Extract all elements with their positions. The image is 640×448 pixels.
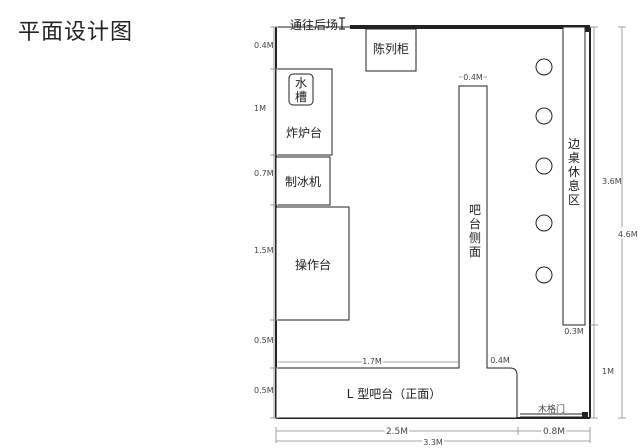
dim-left-1: 0.4M xyxy=(254,41,274,50)
side-table-char: 息 xyxy=(568,178,580,193)
l-bar-front-label: L 型吧台（正面） xyxy=(347,386,442,401)
dim-left-6: 0.5M xyxy=(254,386,274,395)
sink-label-top: 水 xyxy=(295,76,307,90)
dim-bottom-right: 0.8M xyxy=(543,427,565,437)
dim-left-5: 0.5M xyxy=(254,336,274,345)
ice-machine-label: 制冰机 xyxy=(285,175,321,189)
dim-bar-corner: 0.4M xyxy=(490,356,510,365)
sink-label-bottom: 槽 xyxy=(295,90,307,104)
bar-side-char: 台 xyxy=(469,216,481,231)
dim-left-3: 0.7M xyxy=(254,169,274,178)
dim-right-lower: 1M xyxy=(602,367,614,376)
side-table-char: 休 xyxy=(568,165,580,179)
stove-label: 炸炉台 xyxy=(286,125,322,140)
display-cabinet-label: 陈列柜 xyxy=(373,41,409,56)
dim-left-4: 1.5M xyxy=(254,246,274,255)
side-table-label: 边 桌 休 息 区 xyxy=(568,137,580,207)
dim-bar-top: 0.4M xyxy=(463,73,483,82)
display-cabinet xyxy=(365,28,417,72)
dim-bar-inner: 1.7M xyxy=(362,357,382,366)
stove-counter xyxy=(275,68,333,156)
dim-bottom-left: 2.5M xyxy=(386,427,408,437)
stool xyxy=(535,214,553,232)
stool xyxy=(535,58,553,76)
stool xyxy=(535,266,553,284)
side-table xyxy=(562,26,586,326)
sink xyxy=(288,73,314,106)
left-dim-ticks xyxy=(270,26,278,419)
back-passage-label: 通往后场 xyxy=(290,17,338,32)
side-table-char: 边 xyxy=(568,137,580,151)
dim-right-total: 4.6M xyxy=(618,230,638,239)
dim-left-2: 1M xyxy=(254,104,266,113)
side-table-char: 桌 xyxy=(568,151,580,165)
bar-side-char: 面 xyxy=(469,245,481,259)
work-counter xyxy=(275,206,350,321)
dim-side-table: 0.3M xyxy=(564,327,584,336)
corner-pillar xyxy=(583,27,589,32)
ice-machine xyxy=(275,156,331,206)
door-marker-icon xyxy=(339,17,345,30)
wood-lattice-door-label: 木格门 xyxy=(538,403,565,415)
bar-side-char: 侧 xyxy=(469,231,481,245)
side-table-char: 区 xyxy=(568,193,580,207)
page-title: 平面设计图 xyxy=(18,20,134,45)
stools xyxy=(535,58,553,284)
corner-pillar xyxy=(582,412,588,418)
stool xyxy=(535,157,553,175)
bar-side-char: 吧 xyxy=(469,203,481,217)
work-counter-label: 操作台 xyxy=(295,257,331,272)
bar-side-label: 吧 台 侧 面 xyxy=(469,203,481,259)
dim-right-upper: 3.6M xyxy=(602,177,622,186)
dim-bottom-total: 3.3M xyxy=(423,438,443,447)
stool xyxy=(535,107,553,125)
wood-lattice-door xyxy=(520,413,582,418)
